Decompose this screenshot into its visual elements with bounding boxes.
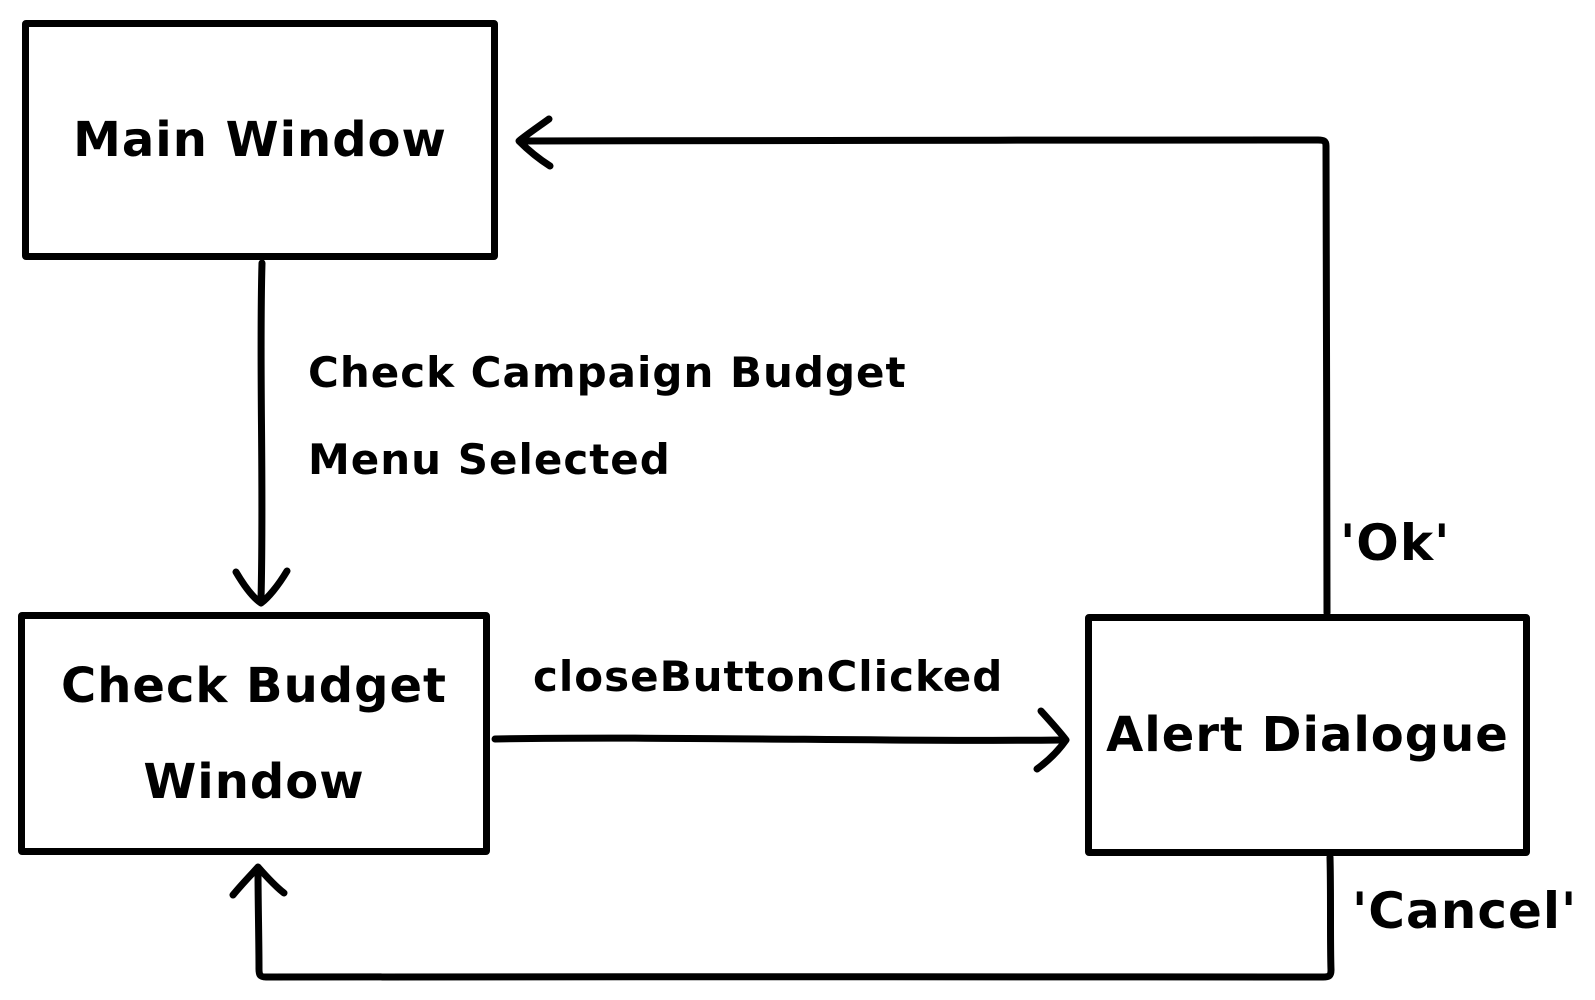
arrowhead-left-icon bbox=[515, 115, 554, 170]
edge-label-menu-selected: Check Campaign Budget Menu Selected bbox=[308, 348, 907, 484]
node-alert-dialogue-label: Alert Dialogue bbox=[1106, 707, 1509, 763]
edge-label-menu-selected-line2: Menu Selected bbox=[308, 435, 671, 484]
edge-label-close-button-clicked: closeButtonClicked bbox=[533, 652, 1004, 701]
arrowhead-right-icon bbox=[1033, 707, 1070, 773]
edge-label-menu-selected-line1: Check Campaign Budget bbox=[308, 348, 907, 397]
edge-label-cancel: 'Cancel' bbox=[1352, 882, 1578, 940]
edge-label-ok: 'Ok' bbox=[1340, 514, 1451, 572]
edge-cancel-arrow bbox=[229, 853, 1335, 981]
edge-close-button-clicked-line bbox=[491, 734, 1066, 744]
node-alert-dialogue: Alert Dialogue bbox=[1085, 614, 1530, 856]
node-check-budget-window-label: Check Budget Window bbox=[61, 658, 447, 810]
edge-menu-selected-line bbox=[257, 259, 266, 604]
edge-menu-selected-arrow bbox=[232, 259, 291, 607]
arrowhead-down-icon bbox=[232, 567, 291, 607]
node-main-window-label: Main Window bbox=[73, 112, 447, 168]
arrowhead-up-icon bbox=[229, 863, 288, 899]
edge-close-button-clicked-arrow bbox=[491, 707, 1070, 773]
node-check-budget-window-label-line2: Window bbox=[143, 753, 365, 810]
edge-ok-arrow bbox=[515, 115, 1331, 617]
edge-ok-line bbox=[519, 136, 1331, 617]
edge-cancel-line bbox=[254, 853, 1335, 981]
node-check-budget-window: Check Budget Window bbox=[18, 612, 490, 855]
node-check-budget-window-label-line1: Check Budget bbox=[60, 657, 447, 714]
node-main-window: Main Window bbox=[22, 20, 498, 260]
